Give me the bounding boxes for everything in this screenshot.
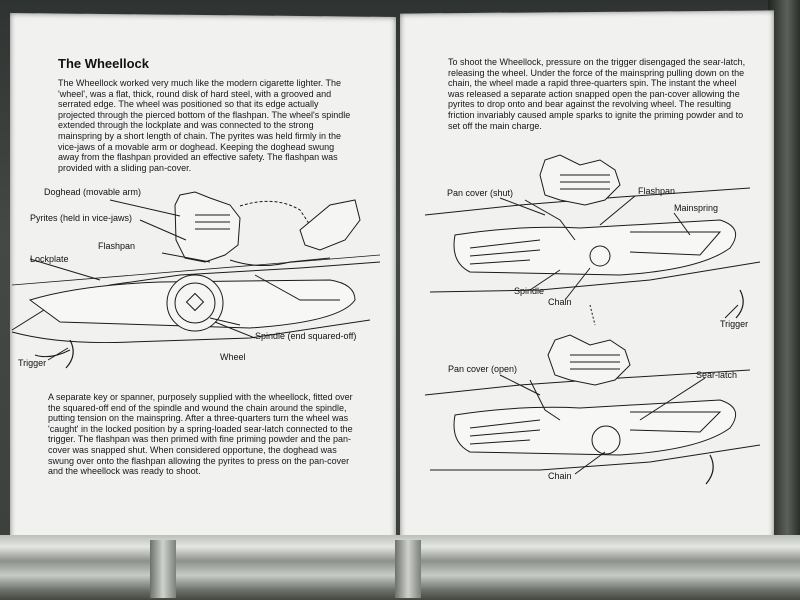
panel-title: The Wheellock xyxy=(58,56,150,71)
rail-joint xyxy=(395,540,421,598)
label-trigger-left: Trigger xyxy=(18,358,47,368)
label-chain-top: Chain xyxy=(548,297,572,307)
label-spindle-right: Spindle xyxy=(514,286,545,296)
label-pan-cover-open: Pan cover (open) xyxy=(448,364,518,374)
label-wheel: Wheel xyxy=(220,352,246,362)
left-lock-diagram xyxy=(11,191,381,369)
loading-paragraph: A separate key or spanner, purposely sup… xyxy=(48,392,353,477)
label-spindle-left: Spindle (end squared-off) xyxy=(255,331,357,341)
label-lockplate: Lockplate xyxy=(30,254,69,264)
rail-joint xyxy=(150,540,176,598)
doghead-right-top xyxy=(539,154,621,206)
label-pyrites: Pyrites (held in vice-jaws) xyxy=(30,213,133,223)
label-chain-bottom: Chain xyxy=(548,471,572,481)
label-sear-latch: Sear-latch xyxy=(696,370,738,380)
intro-paragraph: The Wheellock worked very much like the … xyxy=(58,78,351,173)
firing-paragraph: To shoot the Wheellock, pressure on the … xyxy=(448,57,746,131)
doghead-left xyxy=(174,191,241,263)
doghead-right-bottom xyxy=(547,334,631,386)
label-pan-cover-shut: Pan cover (shut) xyxy=(447,188,514,198)
label-mainspring: Mainspring xyxy=(674,203,719,213)
label-flashpan-left: Flashpan xyxy=(98,241,136,251)
right-lock-diagram-top xyxy=(424,154,761,326)
label-flashpan-right: Flashpan xyxy=(638,186,676,196)
label-trigger-right: Trigger xyxy=(720,319,749,329)
right-lock-diagram-bottom xyxy=(424,334,761,485)
label-doghead: Doghead (movable arm) xyxy=(44,187,142,197)
